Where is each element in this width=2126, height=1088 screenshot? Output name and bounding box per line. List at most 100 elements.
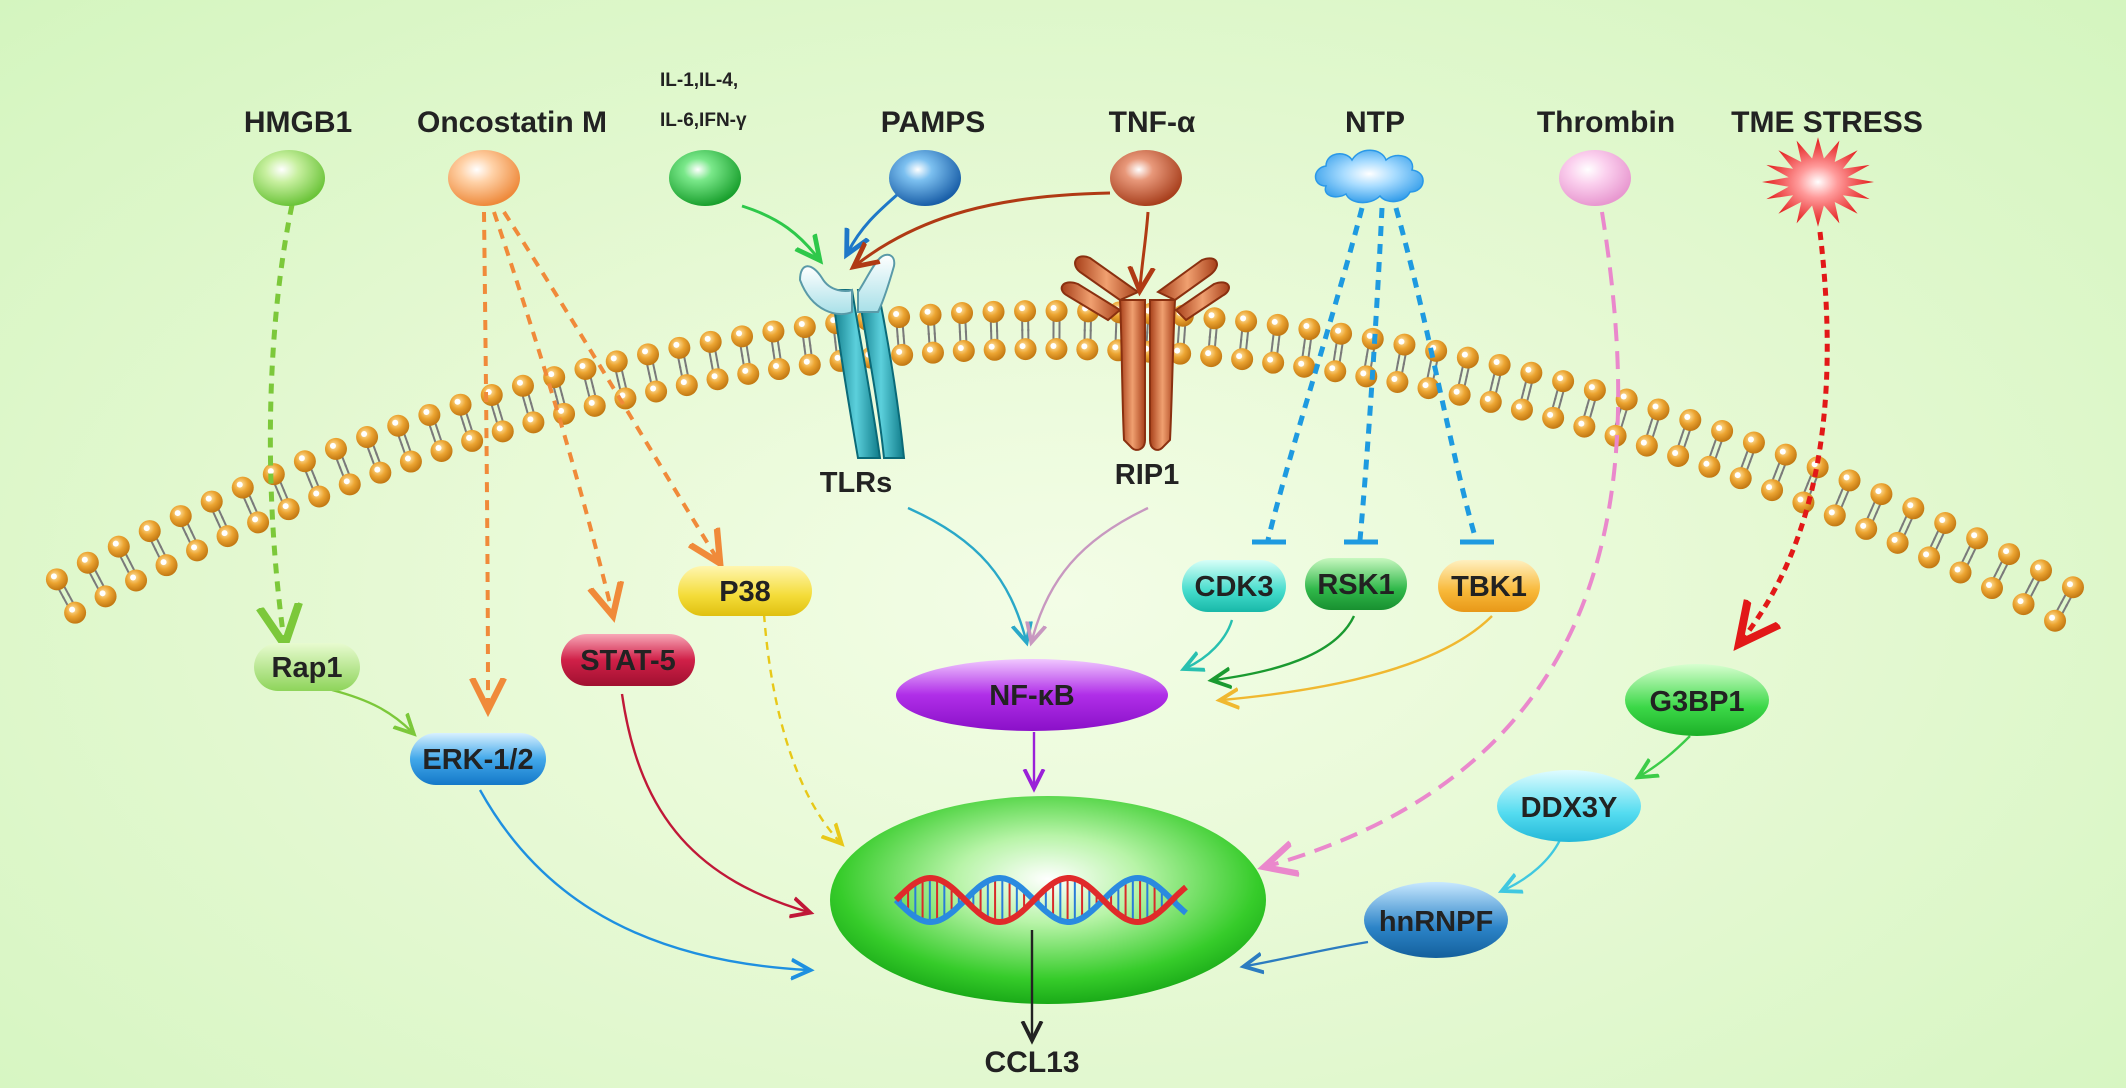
- oncostatin-ligand-icon: [448, 150, 520, 206]
- arrow-p38-to-nucleus: [762, 613, 840, 842]
- node-p38-label: P38: [719, 576, 771, 608]
- node-rsk1: RSK1: [1305, 558, 1407, 610]
- node-p38: P38: [678, 566, 812, 616]
- label-hmgb1: HMGB1: [244, 106, 352, 139]
- lipid-unit: [605, 350, 637, 410]
- node-rsk1-label: RSK1: [1317, 569, 1394, 601]
- thrombin-ligand-icon: [1559, 150, 1631, 206]
- lipid-unit: [1792, 456, 1829, 514]
- lipid-unit: [762, 320, 790, 381]
- il-ligand-icon: [669, 150, 741, 206]
- label-thrombin: Thrombin: [1537, 106, 1675, 139]
- arrow-oncostatin-to-erk: [484, 211, 488, 706]
- lipid-unit: [76, 551, 117, 608]
- inhibition-ntp-to-rsk1: [1357, 207, 1385, 541]
- label-pamps: PAMPS: [881, 106, 985, 139]
- lipid-unit: [1542, 370, 1575, 429]
- lipid-unit: [1355, 327, 1384, 388]
- lipid-unit: [731, 325, 760, 385]
- node-nfkb: NF-κB: [896, 659, 1168, 731]
- label-tnf-alpha: TNF-α: [1109, 106, 1196, 139]
- node-stat5-label: STAT-5: [580, 645, 676, 677]
- lipid-unit: [574, 358, 606, 417]
- lipid-unit: [1573, 379, 1606, 438]
- lipid-unit: [1386, 333, 1416, 393]
- arrow-rap1-to-erk: [331, 688, 412, 732]
- lipid-unit: [1823, 469, 1861, 527]
- lipid-unit: [2044, 576, 2084, 632]
- lipid-unit: [1045, 300, 1068, 360]
- arrow-tnf-to-rip1: [1140, 211, 1148, 288]
- arrow-oncostatin-to-p38: [502, 210, 718, 560]
- lipid-unit: [262, 463, 300, 521]
- lipid-unit: [45, 568, 87, 624]
- lipid-unit: [951, 302, 975, 362]
- tlr-receptor: [798, 253, 906, 459]
- arrow-tnf-to-tlrs: [856, 191, 1111, 265]
- label-ntp: NTP: [1345, 106, 1405, 139]
- nucleus: [830, 796, 1266, 1004]
- lipid-unit: [668, 336, 698, 397]
- node-erk12-label: ERK-1/2: [422, 744, 533, 776]
- lipid-unit: [1855, 483, 1893, 540]
- arrow-rip1-to-nfkb: [1032, 506, 1149, 640]
- lipid-unit: [1324, 322, 1353, 383]
- node-cdk3-label: CDK3: [1195, 571, 1274, 603]
- node-rap1: Rap1: [254, 643, 360, 691]
- lipid-unit: [1698, 419, 1734, 478]
- lipid-unit: [1448, 346, 1479, 406]
- node-tbk1-label: TBK1: [1451, 571, 1527, 603]
- lipid-unit: [2012, 559, 2053, 616]
- lipid-unit: [699, 330, 729, 391]
- arrow-tme-to-g3bp1: [1742, 231, 1830, 640]
- node-cdk3: CDK3: [1182, 560, 1286, 612]
- lipid-unit: [1635, 398, 1670, 457]
- lipid-unit: [1604, 388, 1638, 447]
- lipid-unit: [1293, 318, 1321, 378]
- node-nfkb-label: NF-κB: [989, 680, 1074, 712]
- node-ddx3y-label: DDX3Y: [1521, 792, 1618, 824]
- node-tbk1: TBK1: [1438, 560, 1540, 612]
- inhibition-ntp-to-cdk3: [1265, 207, 1365, 541]
- arrow-oncostatin-to-stat5: [492, 211, 612, 612]
- node-ddx3y: DDX3Y: [1497, 770, 1641, 842]
- lipid-unit: [418, 403, 453, 462]
- label-ccl13: CCL13: [984, 1046, 1079, 1079]
- lipid-unit: [200, 490, 239, 548]
- lipid-unit: [231, 476, 270, 534]
- label-il-line2: IL-6,IFN-γ: [660, 110, 747, 131]
- arrow-thrombin-to-nucleus: [1268, 211, 1621, 866]
- node-hnrnpf-label: hnRNPF: [1379, 906, 1493, 938]
- arrow-tbk1-to-nfkb: [1222, 615, 1493, 700]
- node-g3bp1-label: G3BP1: [1649, 686, 1744, 718]
- label-il-line1: IL-1,IL-4,: [660, 70, 738, 91]
- pamps-ligand-icon: [889, 150, 961, 206]
- arrow-ddx3y-to-hnrnpf: [1504, 839, 1562, 890]
- lipid-unit: [1918, 512, 1957, 569]
- arrow-hmgb1-to-rap1: [270, 204, 292, 640]
- arrow-stat5-to-nucleus: [620, 693, 808, 912]
- lipid-unit: [1729, 431, 1765, 490]
- lipid-unit: [793, 316, 821, 376]
- arrow-erk-to-nucleus: [478, 789, 808, 970]
- lipid-unit: [1262, 313, 1289, 374]
- rip1-receptor: [1060, 255, 1230, 451]
- lipid-unit: [169, 505, 209, 562]
- node-rap1-label: Rap1: [272, 652, 343, 684]
- lipid-unit: [982, 300, 1006, 361]
- lipid-unit: [1980, 543, 2021, 600]
- lipid-unit: [324, 437, 361, 496]
- node-g3bp1: G3BP1: [1625, 664, 1769, 736]
- lipid-unit: [1886, 497, 1925, 554]
- lipid-unit: [888, 306, 914, 366]
- lipid-unit: [511, 374, 545, 434]
- lipid-unit: [356, 426, 392, 484]
- lipid-unit: [1231, 310, 1258, 371]
- label-rip1: RIP1: [1115, 459, 1179, 491]
- label-oncostatin-m: Oncostatin M: [417, 106, 607, 139]
- lipid-unit: [1949, 527, 1989, 584]
- arrow-il-to-tlrs: [741, 204, 818, 258]
- arrow-g3bp1-to-ddx3y: [1640, 735, 1691, 776]
- lipid-unit: [1761, 443, 1797, 502]
